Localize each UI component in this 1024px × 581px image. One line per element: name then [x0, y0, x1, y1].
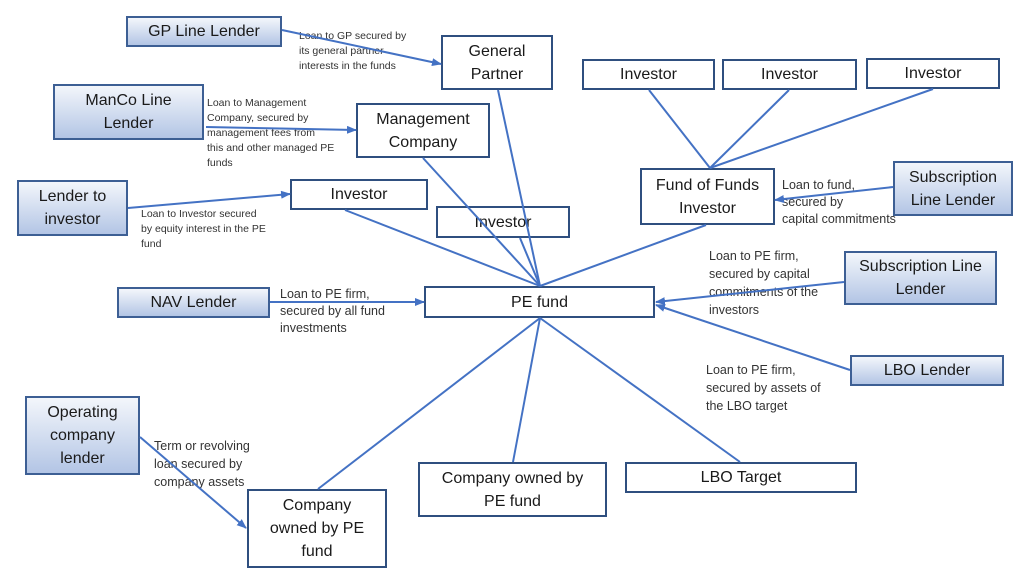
ownership-line-general_partner-to-pe_fund [497, 89, 541, 287]
ownership-line-investor_b-to-pe_fund [519, 237, 541, 287]
investor-box: Investor [866, 58, 1000, 89]
general-partner-box: General Partner [441, 35, 553, 90]
company-owned-by-pe-fund-box: Company owned by PE fund [418, 462, 607, 517]
manco-loan-label: Loan to Management Company, secured by m… [207, 97, 335, 169]
gp-line-lender-box: GP Line Lender [126, 16, 282, 47]
manco-line-lender-box: ManCo Line Lender [53, 84, 204, 140]
investor-loan-label: Loan to Investor secured by equity inter… [141, 208, 266, 250]
ownership-line-investor_c-to-fund_of_funds [648, 89, 711, 169]
company-owned-by-pe-fund-box: Company owned by PE fund [247, 489, 387, 568]
subscription-line-lender-box: Subscription Line Lender [893, 161, 1013, 216]
gp-loan-label: Loan to GP secured by its general partne… [299, 30, 407, 72]
nav-loan-label: Loan to PE firm, secured by all fund inv… [280, 287, 385, 335]
investor-box: Investor [436, 206, 570, 238]
fund-of-funds-investor-box: Fund of Funds Investor [640, 168, 775, 225]
investor-box: Investor [722, 59, 857, 90]
lbo-lender-box: LBO Lender [850, 355, 1004, 386]
subscription-loan-label: Loan to PE firm, secured by capital comm… [709, 249, 819, 317]
nav-lender-box: NAV Lender [117, 287, 270, 318]
ownership-line-pe_fund-to-company_center [512, 317, 541, 463]
management-company-box: Management Company [356, 103, 490, 158]
loan-arrow-lender_to_investor-to-investor_a [127, 190, 291, 209]
operating-company-lender-box: Operating company lender [25, 396, 140, 475]
investor-box: Investor [290, 179, 428, 210]
lbo-target-box: LBO Target [625, 462, 857, 493]
pe-fund-box: PE fund [424, 286, 655, 318]
lender-to-investor-box: Lender to investor [17, 180, 128, 236]
subscription-line-lender-box: Subscription Line Lender [844, 251, 997, 305]
fund-of-funds-loan-label: Loan to fund, secured by capital commitm… [782, 178, 896, 226]
ownership-line-investor_e-to-fund_of_funds [709, 88, 934, 169]
operating-loan-label: Term or revolving loan secured by compan… [154, 439, 250, 489]
ownership-line-investor_d-to-fund_of_funds [709, 89, 790, 169]
lbo-loan-label: Loan to PE firm, secured by assets of th… [706, 363, 821, 413]
investor-box: Investor [582, 59, 715, 90]
